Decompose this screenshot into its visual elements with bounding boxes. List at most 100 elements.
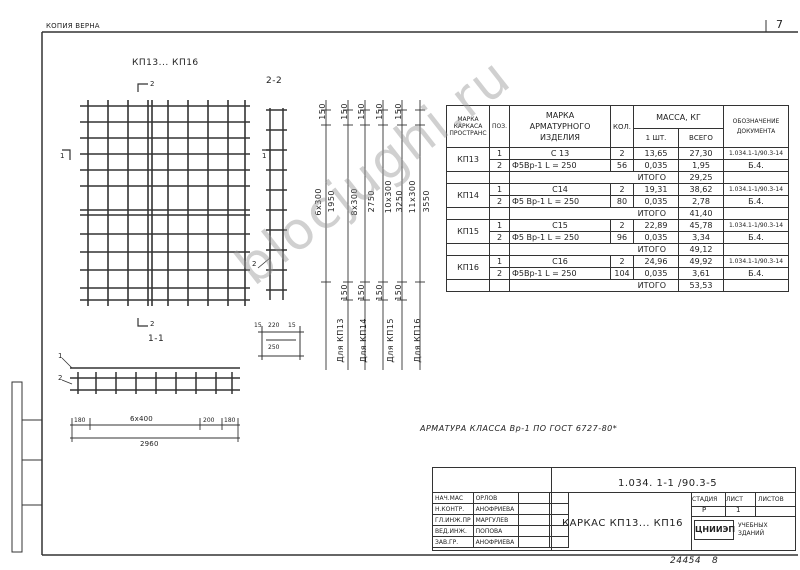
signer-role: ЗАВ.ГР. xyxy=(432,536,474,548)
spec-kp16-mark: КП16 xyxy=(446,255,490,280)
spec-cell: Ф5Вр-1 L = 250 xyxy=(509,159,611,172)
section-22-title: 2-2 xyxy=(266,76,283,86)
table-row: ИТОГО 29,25 xyxy=(446,171,789,184)
elev-label-3250: 3250 xyxy=(395,190,404,213)
elev-label-11x300: 11x300 xyxy=(408,180,417,214)
spec-cell: Б.4. xyxy=(723,231,789,244)
section-22-dim-15a: 15 xyxy=(254,322,262,329)
signature-cell xyxy=(517,492,550,504)
spec-cell: 22,89 xyxy=(633,219,679,232)
section-11-total: 2960 xyxy=(140,440,159,448)
elev-top-mark-4: 150 xyxy=(375,103,384,120)
spec-itogo-value: 49,12 xyxy=(678,243,724,256)
elev-top-mark-1: 150 xyxy=(318,103,327,120)
stamp-title: КАРКАС КП13... КП16 xyxy=(562,518,683,529)
spec-cell: 2,78 xyxy=(678,195,724,208)
signer-role: НАЧ.МАС xyxy=(432,492,474,504)
stamp-code: 1.034. 1-1 /90.3-5 xyxy=(618,478,718,489)
spec-cell: Ф5 Вр-1 L = 250 xyxy=(509,195,611,208)
elev-bottom-mark-2: 150 xyxy=(357,284,366,301)
table-row: 2 Ф5Вр-1 L = 250 104 0,035 3,61 Б.4. xyxy=(447,267,789,280)
spec-header-unit: 1 ШТ. xyxy=(633,128,679,148)
spec-cell: 2 xyxy=(489,159,510,172)
spec-cell: 2 xyxy=(489,231,510,244)
signature-cell xyxy=(517,503,550,515)
table-row: НАЧ.МАС ОРЛОВ xyxy=(432,492,569,504)
spec-cell: 38,62 xyxy=(678,183,724,196)
spec-cell: 0,035 xyxy=(633,195,679,208)
signer-role: ГЛ.ИНЖ.ПР xyxy=(432,514,474,526)
spec-itogo-label: ИТОГО xyxy=(509,243,679,256)
spec-cell: 0,035 xyxy=(633,159,679,172)
sheet-number: 7 xyxy=(776,18,784,31)
spec-kp13-mark: КП13 xyxy=(446,147,490,172)
spec-itogo-label: ИТОГО xyxy=(509,279,679,292)
spec-cell: 2 xyxy=(610,147,634,160)
section-11-pos1: 1 xyxy=(58,352,63,360)
stamp-stage-label: СТАДИЯ xyxy=(692,496,718,503)
date-cell xyxy=(548,514,569,526)
spec-cell: Б.4. xyxy=(723,195,789,208)
signer-name: АНОФРИЕВА xyxy=(472,503,519,515)
spec-cell: 80 xyxy=(610,195,634,208)
spec-itogo-label: ИТОГО xyxy=(509,207,679,220)
spec-itogo-value: 29,25 xyxy=(678,171,724,184)
spec-header-qty: КОЛ. xyxy=(610,105,634,148)
spec-cell: 27,30 xyxy=(678,147,724,160)
table-row: ИТОГО 53,53 xyxy=(446,279,789,292)
spec-cell: 0,035 xyxy=(633,267,679,280)
plan-section-mark-top: 2 xyxy=(150,80,155,88)
spec-cell: Ф5 Вр-1 L = 250 xyxy=(509,231,611,244)
steel-class-note: АРМАТУРА КЛАССА Вр-1 ПО ГОСТ 6727-80* xyxy=(420,424,618,433)
stamp-stage: Р xyxy=(702,506,707,514)
section-22-pos: 2 xyxy=(252,260,257,268)
table-row: ИТОГО 49,12 xyxy=(446,243,789,256)
spec-cell: 2 xyxy=(489,195,510,208)
spec-cell: 2 xyxy=(489,267,510,280)
spec-cell: 1.034.1-1/90.3-14 xyxy=(723,219,789,232)
plan-section-mark-left: 1 xyxy=(60,152,65,160)
signature-cell xyxy=(517,525,550,537)
spec-cell: 96 xyxy=(610,231,634,244)
section-22-dim-220: 220 xyxy=(268,322,280,329)
spec-kp15-mark: КП15 xyxy=(446,219,490,244)
spec-cell: 24,96 xyxy=(633,255,679,268)
spec-cell: 1.034.1-1/90.3-14 xyxy=(723,255,789,268)
org-logo: ЦНИИЭП xyxy=(694,520,735,540)
spec-cell: 19,31 xyxy=(633,183,679,196)
page-number: 8 xyxy=(712,556,719,566)
copy-label: КОПИЯ ВЕРНА xyxy=(46,22,100,30)
section-11-dim-180b: 180 xyxy=(224,417,236,424)
table-row: КП14 1 С14 2 19,31 38,62 1.034.1-1/90.3-… xyxy=(446,183,789,208)
spec-cell: 49,92 xyxy=(678,255,724,268)
table-row: КП15 1 С15 2 22,89 45,78 1.034.1-1/90.3-… xyxy=(446,219,789,244)
signature-cell xyxy=(517,536,550,548)
date-cell xyxy=(548,536,569,548)
org-name: УЧЕБНЫХ ЗДАНИЙ xyxy=(738,522,768,537)
spec-cell: С15 xyxy=(509,219,611,232)
spec-cell: Ф5Вр-1 L = 250 xyxy=(509,267,611,280)
spec-cell: 0,035 xyxy=(633,231,679,244)
section-11-dim-6x400: 6x400 xyxy=(130,415,153,423)
elev-kp15-label: Для КП15 xyxy=(386,318,395,363)
stamp-sheet-label: ЛИСТ xyxy=(726,496,743,503)
elev-bottom-mark-4: 150 xyxy=(394,284,403,301)
spec-cell: 2 xyxy=(610,183,634,196)
plan-section-mark-bottom: 2 xyxy=(150,320,155,328)
spec-cell: С 13 xyxy=(509,147,611,160)
stamp-sheets-label: ЛИСТОВ xyxy=(758,496,784,503)
stamp-sheet: 1 xyxy=(736,506,741,514)
elev-top-mark-2: 150 xyxy=(340,103,349,120)
spec-header-total: ВСЕГО xyxy=(678,128,724,148)
spec-cell: 2 xyxy=(610,219,634,232)
signer-name: ПОПОВА xyxy=(472,525,519,537)
elev-bottom-mark-1: 150 xyxy=(340,284,349,301)
spec-cell: 1.034.1-1/90.3-14 xyxy=(723,183,789,196)
elev-label-3550: 3550 xyxy=(422,190,431,213)
signer-name: ОРЛОВ xyxy=(472,492,519,504)
elev-kp13-label: Для КП13 xyxy=(336,318,345,363)
spec-cell: 1,95 xyxy=(678,159,724,172)
